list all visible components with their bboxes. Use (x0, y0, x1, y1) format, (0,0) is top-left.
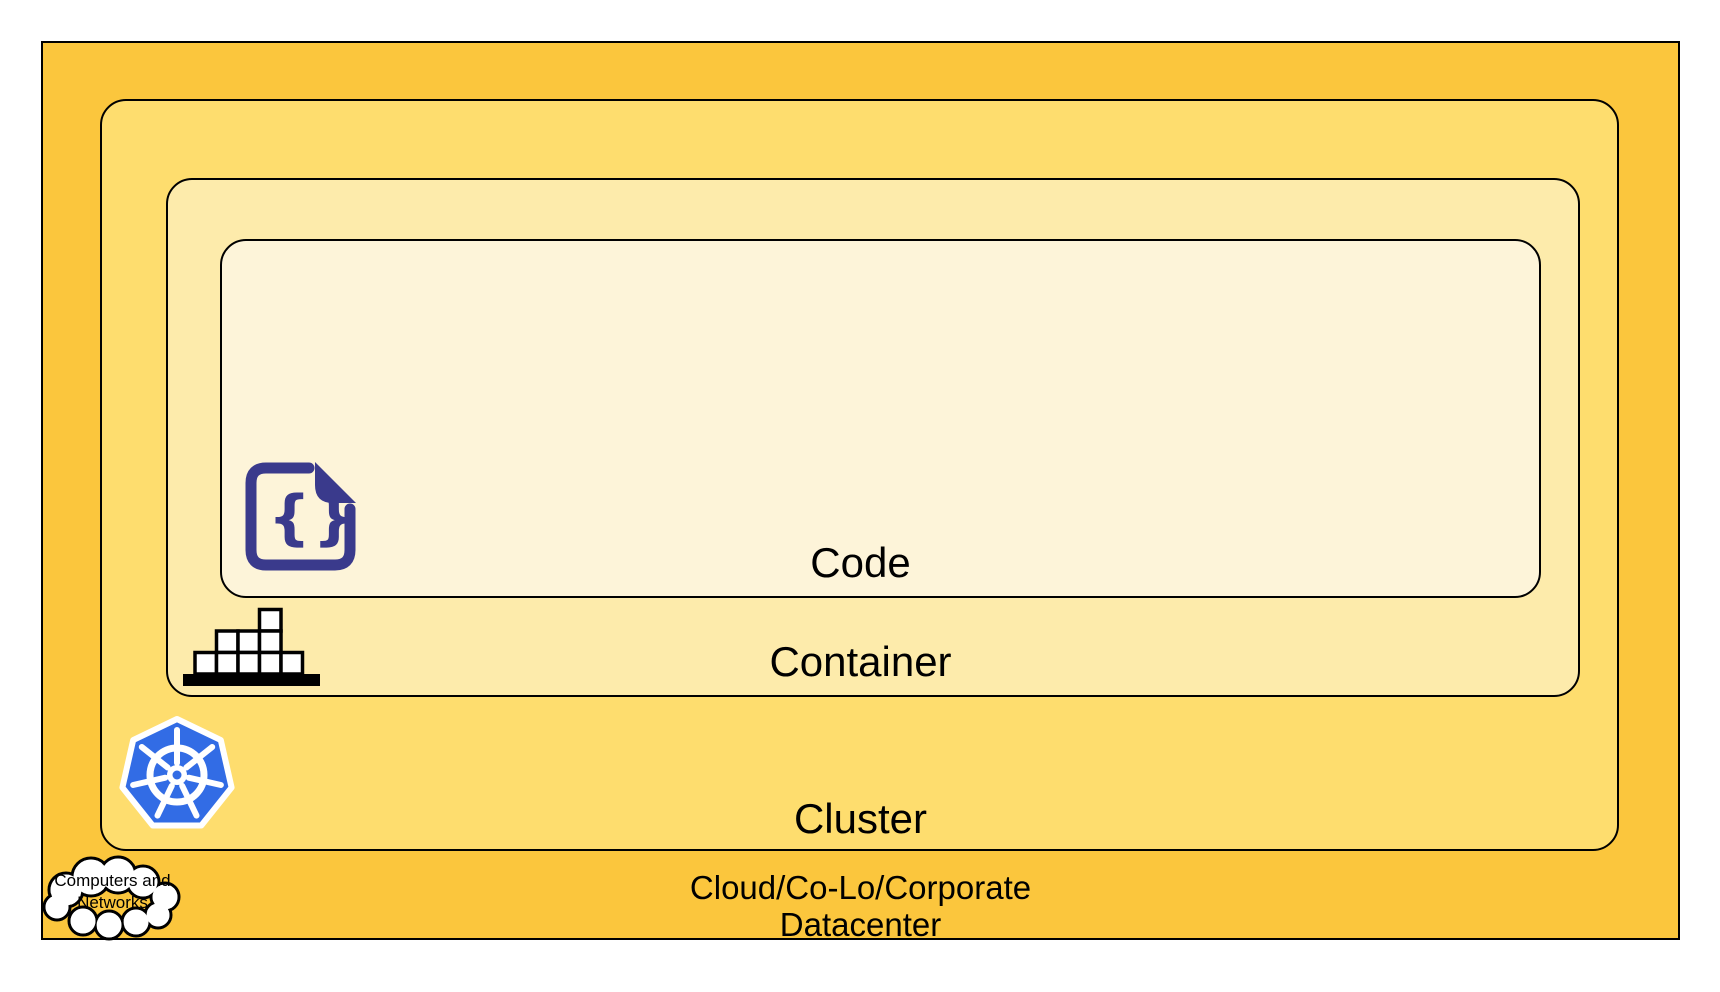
datacenter-label-line1: Cloud/Co-Lo/Corporate (689, 869, 1032, 906)
layer-container (166, 178, 1580, 697)
cluster-label: Cluster (793, 795, 928, 842)
kubernetes-wheel (130, 727, 224, 819)
container-base-bar (183, 674, 320, 686)
cloud-callout-line1: Computers and (54, 871, 171, 890)
cloud-icon (42, 855, 181, 941)
layer-code (220, 239, 1541, 598)
cloud-callout-line2: Networks (77, 893, 148, 912)
cloud-callout-label: Computers and Networks (39, 870, 186, 914)
container-blocks-icon (183, 607, 320, 686)
code-label: Code (810, 539, 911, 586)
code-file-icon: {} (245, 462, 357, 571)
layer-cluster (100, 99, 1619, 851)
kubernetes-icon (119, 716, 235, 829)
datacenter-label: Cloud/Co-Lo/Corporate Datacenter (41, 869, 1680, 943)
code-braces-glyph: {} (268, 483, 357, 553)
layer-datacenter (41, 41, 1680, 940)
container-label: Container (769, 638, 952, 685)
datacenter-label-line2: Datacenter (779, 906, 942, 943)
